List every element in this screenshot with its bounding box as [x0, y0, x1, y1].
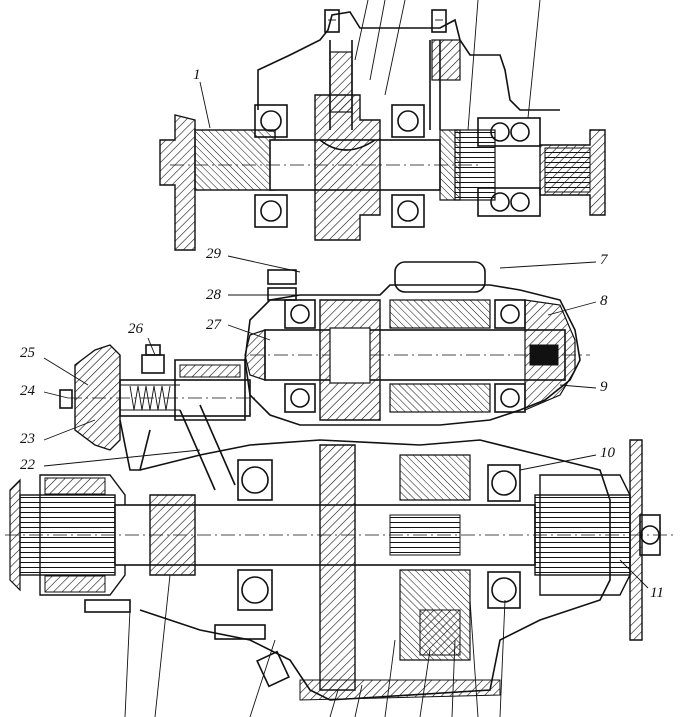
callout-7: 7 [600, 252, 608, 268]
left-power-takeoff-assembly [59, 344, 255, 491]
callout-10: 10 [600, 445, 615, 461]
callout-28: 28 [206, 287, 221, 303]
leader-lines [43, 0, 649, 717]
upper-shaft-assembly [159, 9, 606, 251]
callout-22: 22 [20, 457, 35, 473]
lower-output-shaft-assembly [5, 439, 675, 701]
callout-25: 25 [20, 345, 35, 361]
callout-11: 11 [650, 585, 664, 601]
callout-27: 27 [206, 317, 221, 333]
callout-8: 8 [600, 293, 608, 309]
callout-23: 23 [20, 431, 35, 447]
callout-9: 9 [600, 379, 608, 395]
callout-1: 1 [193, 67, 201, 83]
intermediate-shaft-assembly [244, 261, 590, 426]
callout-26: 26 [128, 321, 143, 337]
callout-29: 29 [206, 246, 221, 262]
callout-24: 24 [20, 383, 35, 399]
